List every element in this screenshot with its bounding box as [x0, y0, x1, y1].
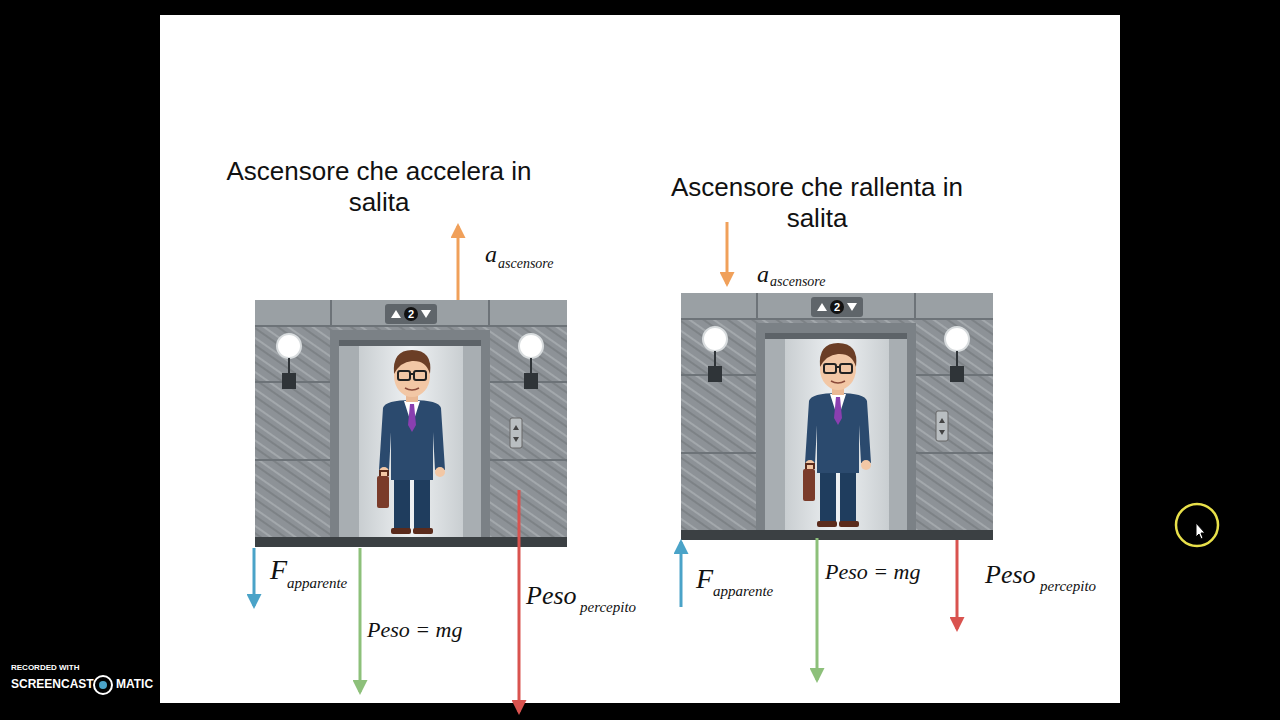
heading-text: Ascensore che rallenta in salita [647, 172, 987, 234]
symbol-text: F [270, 553, 287, 587]
watermark-logo [99, 681, 107, 689]
watermark-text: SCREENCAST [11, 677, 94, 691]
symbol-text: Peso [985, 559, 1036, 590]
weight-arrow [359, 548, 362, 692]
force-arrow [253, 548, 256, 606]
symbol-text: F [696, 562, 713, 596]
watermark-logo [94, 676, 112, 694]
formula-text: Peso = mg [367, 617, 463, 643]
perceived-weight-arrow [956, 540, 959, 629]
symbol-text: Peso [526, 580, 577, 611]
floor-number-text: 2 [834, 302, 840, 313]
acceleration-arrow [457, 226, 460, 300]
force-arrow [680, 542, 683, 607]
watermark-text: RECORDED WITH [11, 663, 79, 673]
slide [160, 15, 1120, 703]
subscript-text: percepito [580, 598, 636, 616]
subscript-text: apparente [713, 582, 773, 600]
weight-arrow [816, 538, 819, 680]
elevator-right [681, 293, 993, 540]
watermark-text: MATIC [116, 677, 153, 691]
subscript-text: ascensore [498, 256, 553, 273]
subscript-text: apparente [287, 574, 347, 592]
floor-number-text: 2 [408, 309, 414, 320]
heading-text: Ascensore che accelera in salita [209, 156, 549, 218]
mouse-cursor [1196, 523, 1205, 539]
symbol-text: a [485, 240, 497, 269]
acceleration-arrow [726, 222, 729, 284]
symbol-text: a [757, 260, 769, 289]
subscript-text: percepito [1040, 577, 1096, 595]
cursor-highlight [1176, 504, 1218, 546]
perceived-weight-arrow [518, 490, 521, 712]
subscript-text: ascensore [770, 274, 825, 291]
formula-text: Peso = mg [825, 559, 921, 585]
